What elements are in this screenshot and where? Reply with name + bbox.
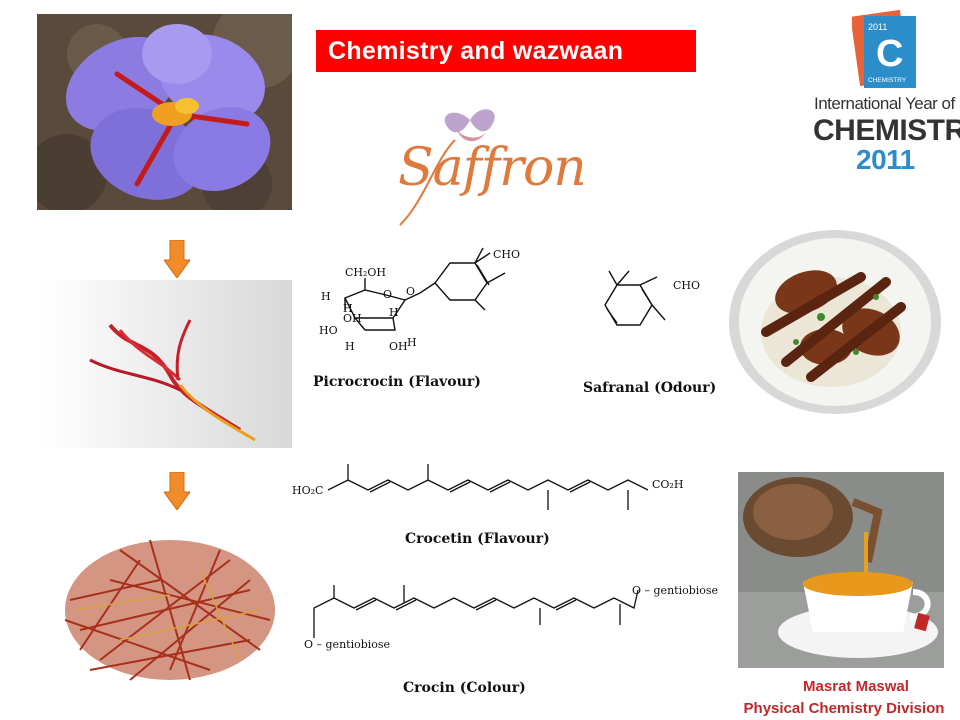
safranal-cho-label: CHO — [673, 279, 700, 292]
picro-oh-label: OH — [343, 312, 362, 325]
wazwaan-dish-photo — [726, 222, 944, 418]
picro-o-link-label: O — [406, 285, 415, 298]
picro-ch2oh-label: CH₂OH — [345, 266, 386, 279]
iyc-badge-letter: C — [876, 33, 903, 75]
crocetin-caption: Crocetin (Flavour) — [405, 531, 550, 547]
saffron-wordmark: Saffron — [398, 138, 587, 198]
iyc-badge-word: CHEMISTRY — [868, 77, 907, 84]
crocin-bottom-label: O – gentiobiose — [304, 638, 390, 651]
iyc-badge-year: 2011 — [868, 22, 887, 32]
picro-h-label: H — [321, 290, 331, 303]
picro-ho-label: HO — [319, 324, 338, 337]
crocetin-left-label: HO₂C — [292, 484, 323, 497]
safranal-caption: Safranal (Odour) — [583, 380, 717, 396]
saffron-pile-photo — [50, 520, 290, 695]
picro-h-label: H — [407, 336, 417, 349]
crocin-caption: Crocin (Colour) — [403, 680, 526, 696]
crocetin-right-label: CO₂H — [652, 478, 683, 491]
safranal-structure: CHO — [595, 265, 715, 340]
iyc-line1: International Year of — [814, 94, 955, 113]
crocetin-structure: HO₂C CO₂H — [290, 458, 700, 518]
iyc-logo: 2011 C CHEMISTRY — [850, 9, 922, 90]
crocus-flower-photo — [37, 14, 292, 210]
picro-cho-label: CHO — [493, 248, 520, 261]
process-arrow-icon — [163, 239, 191, 283]
picro-h-label: H — [389, 306, 399, 319]
process-arrow-icon — [163, 471, 191, 515]
page-title: Chemistry and wazwaan — [316, 30, 696, 72]
crocin-structure: O – gentiobiose O – gentiobiose — [300, 580, 730, 660]
picro-h-label: H — [345, 340, 355, 353]
picrocrocin-caption: Picrocrocin (Flavour) — [313, 374, 481, 390]
crocin-top-label: O – gentiobiose — [632, 584, 718, 597]
saffron-threads-photo — [40, 280, 292, 448]
picrocrocin-structure: CH₂OH O O CHO H H H H H OH OH HO — [305, 238, 535, 368]
saffron-logo — [395, 100, 635, 230]
iyc-line2: CHEMISTRY — [813, 114, 960, 147]
author-division: Physical Chemistry Division — [743, 700, 945, 717]
saffron-tea-photo — [738, 472, 944, 668]
picro-h-label: H — [343, 302, 353, 315]
picro-oh-label: OH — [389, 340, 408, 353]
picro-o-ring-label: O — [383, 288, 392, 301]
iyc-line3: 2011 — [856, 144, 915, 175]
author-name: Masrat Maswal — [803, 678, 909, 695]
